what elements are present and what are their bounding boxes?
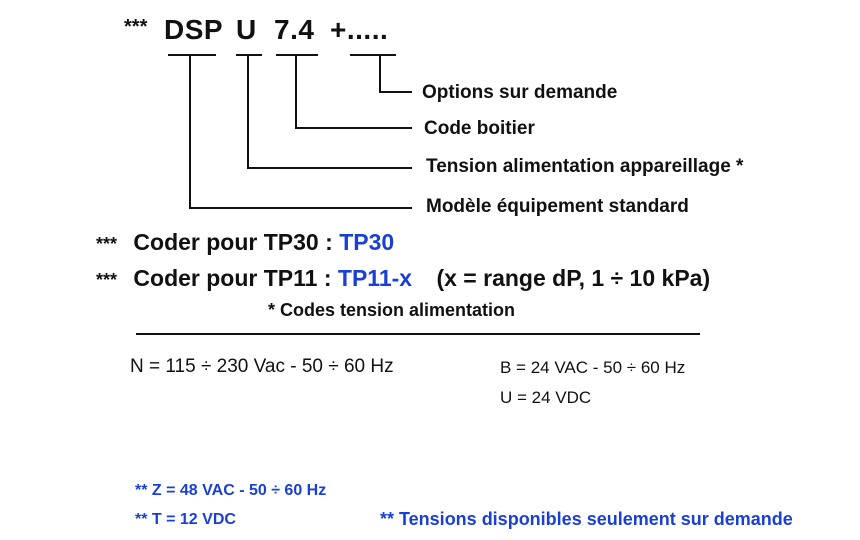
voltage-code-b: B = 24 VAC - 50 ÷ 60 Hz — [500, 358, 686, 377]
coder-note: (x = range dP, 1 ÷ 10 kPa) — [436, 265, 711, 291]
coder-value: TP11-x — [337, 265, 413, 291]
coder-sep: : — [325, 229, 333, 255]
voltage-label: Tension alimentation appareillage * — [426, 156, 744, 177]
case-label: Code boitier — [424, 118, 535, 139]
model-label: Modèle équipement standard — [426, 196, 689, 217]
options-label: Options sur demande — [422, 82, 618, 103]
voltage-code: U — [236, 14, 257, 45]
coder-ref: TP11 — [263, 265, 318, 291]
voltage-code-u: U = 24 VDC — [500, 388, 592, 407]
options-code: +..... — [330, 14, 389, 45]
voltage-code-z: ** Z = 48 VAC - 50 ÷ 60 Hz — [135, 482, 327, 499]
voltage-code-n: N = 115 ÷ 230 Vac - 50 ÷ 60 Hz — [130, 356, 394, 377]
coder-text: Coder pour — [133, 229, 258, 255]
coder-stars: *** — [96, 234, 118, 254]
options-connector — [379, 55, 412, 93]
voltage-code-t: ** T = 12 VDC — [135, 511, 236, 528]
coder-line-tp30: *** Coder pour TP30 : TP30 — [96, 229, 394, 256]
coder-ref: TP30 — [263, 229, 319, 255]
model-code: DSP — [164, 14, 224, 45]
code-prefix: *** — [124, 16, 148, 38]
voltage-codes-title: * Codes tension alimentation — [268, 300, 516, 320]
voltage-footnote: ** Tensions disponibles seulement sur de… — [380, 509, 793, 529]
coder-value: TP30 — [339, 229, 395, 255]
coder-sep: : — [323, 265, 332, 291]
case-code: 7.4 — [274, 14, 315, 45]
model-connector — [189, 55, 412, 209]
case-connector — [295, 55, 412, 129]
voltage-connector — [247, 55, 412, 169]
coder-text: Coder pour — [133, 265, 258, 291]
coder-line-tp11: *** Coder pour TP11 : TP11-x (x = range … — [96, 265, 710, 292]
coder-stars: *** — [96, 270, 118, 290]
